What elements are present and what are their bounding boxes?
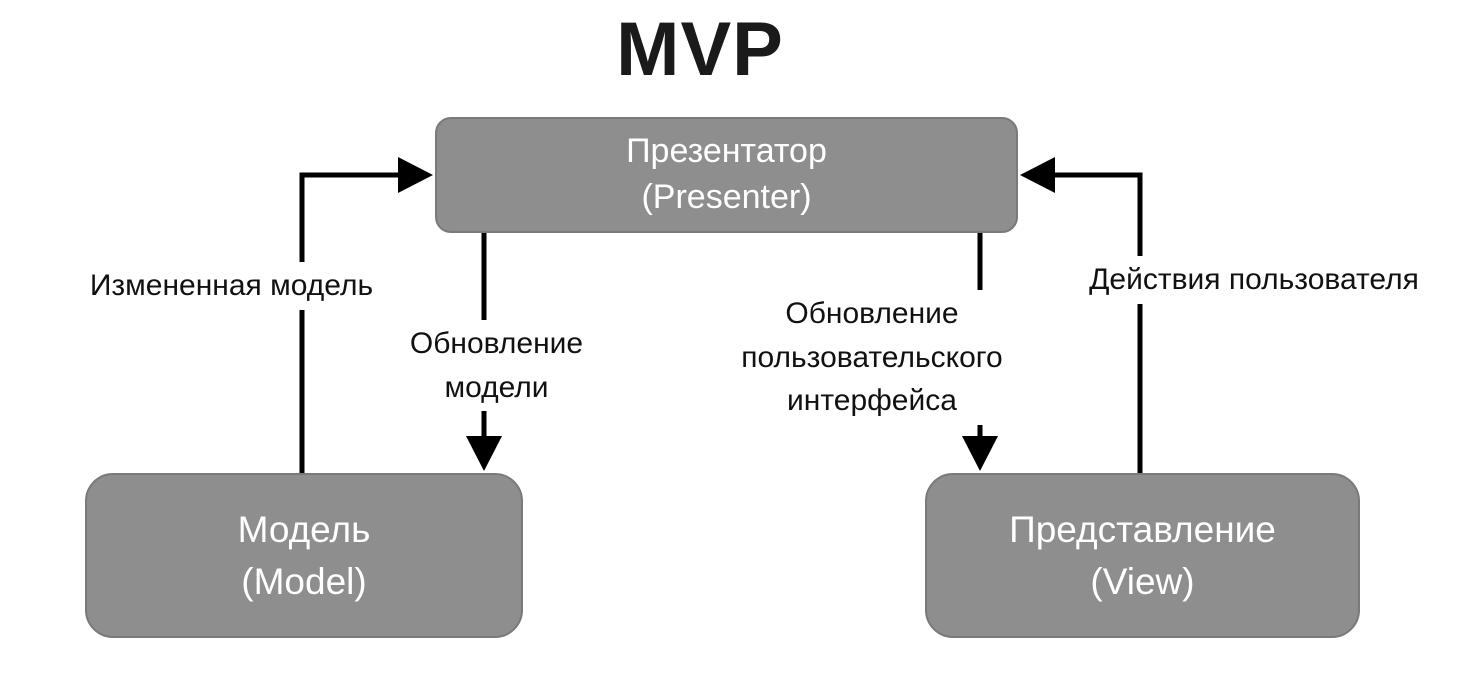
model-update-label-line1: Обновление xyxy=(409,327,584,360)
changed-model-arrow-line xyxy=(299,172,400,473)
model-update-label: Обновление модели xyxy=(390,320,603,411)
ui-update-arrowhead-icon xyxy=(962,436,998,471)
ui-update-label-line3: интерфейса xyxy=(787,384,957,417)
presenter-box: Презентатор (Presenter) xyxy=(435,117,1018,233)
ui-update-label-line1: Обновление xyxy=(785,297,959,330)
changed-model-label: Измененная модель xyxy=(60,262,403,310)
diagram-title: MVP xyxy=(616,7,784,92)
presenter-box-subtitle: (Presenter) xyxy=(641,178,812,216)
user-actions-arrowhead-icon xyxy=(1020,157,1055,193)
presenter-box-title: Презентатор xyxy=(626,132,827,171)
view-box-title: Представление xyxy=(1009,508,1276,550)
ui-update-label: Обновление пользовательского интерфейса xyxy=(712,290,1032,425)
view-box-subtitle: (View) xyxy=(1090,560,1195,602)
changed-model-arrowhead-icon xyxy=(398,157,433,193)
model-update-arrowhead-icon xyxy=(466,436,502,471)
model-update-label-line2: модели xyxy=(444,370,549,404)
model-box-subtitle: (Model) xyxy=(241,560,367,602)
model-box-title: Модель xyxy=(237,508,371,550)
view-box: Представление (View) xyxy=(925,473,1360,638)
user-actions-label: Действия пользователя xyxy=(1060,256,1448,304)
ui-update-label-line2: пользовательского xyxy=(741,340,1003,374)
model-box: Модель (Model) xyxy=(85,473,523,638)
user-actions-arrow-line xyxy=(1055,172,1143,473)
